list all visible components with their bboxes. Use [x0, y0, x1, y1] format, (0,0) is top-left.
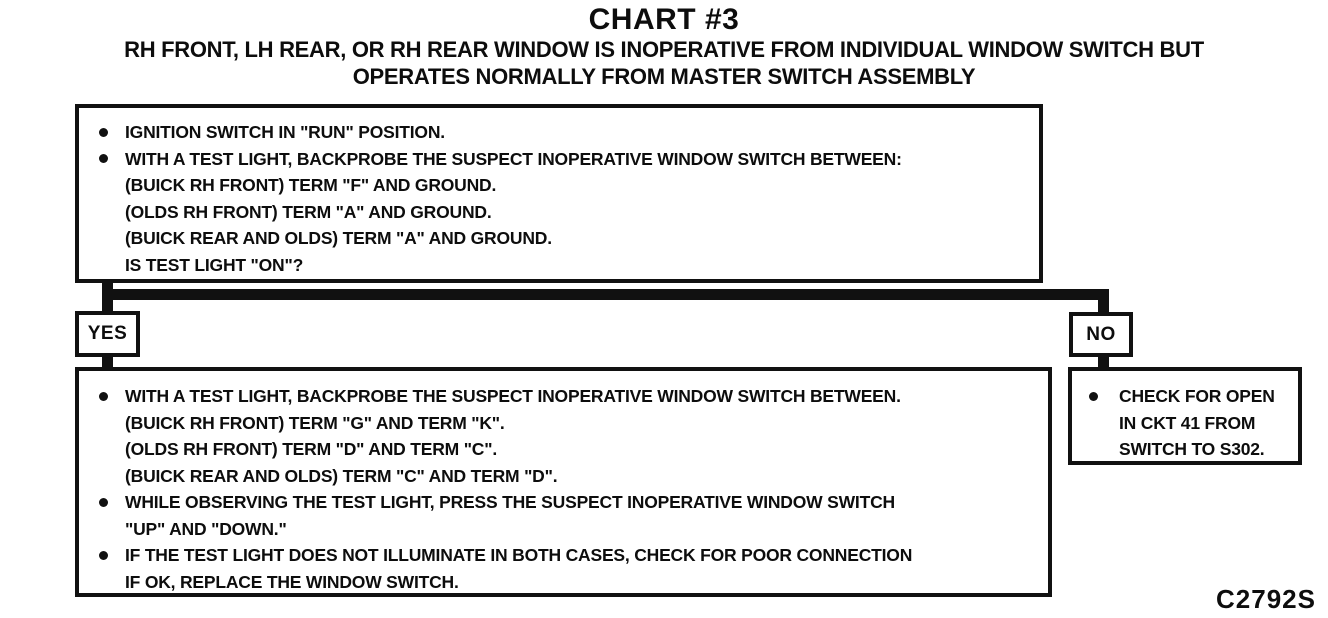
- flow-line: IF THE TEST LIGHT DOES NOT ILLUMINATE IN…: [95, 542, 1038, 569]
- connector-branch-bar: [102, 289, 1109, 300]
- flow-line: IF OK, REPLACE THE WINDOW SWITCH.: [95, 569, 1038, 596]
- chart-title: CHART #3: [588, 3, 740, 36]
- connector-no-to-step2: [1098, 352, 1109, 369]
- flow-line: IS TEST LIGHT "ON"?: [95, 252, 1029, 279]
- flow-line: (BUICK RH FRONT) TERM "G" AND TERM "K".: [95, 410, 1038, 437]
- bullet-icon: [99, 154, 108, 164]
- flow-line-text: IF OK, REPLACE THE WINDOW SWITCH.: [125, 571, 459, 592]
- bullet-icon: [99, 497, 108, 507]
- flow-line: WITH A TEST LIGHT, BACKPROBE THE SUSPECT…: [95, 383, 1038, 410]
- flow-line: "UP" AND "DOWN.": [95, 516, 1038, 543]
- flow-line: SWITCH TO S302.: [1085, 436, 1288, 463]
- bullet-icon: [99, 391, 108, 401]
- flow-line-text: "UP" AND "DOWN.": [125, 518, 287, 539]
- flow-line: CHECK FOR OPEN: [1085, 383, 1288, 410]
- flow-box-yes-result: WITH A TEST LIGHT, BACKPROBE THE SUSPECT…: [75, 367, 1052, 597]
- flow-line: IGNITION SWITCH IN "RUN" POSITION.: [95, 119, 1029, 146]
- flow-line-text: IF THE TEST LIGHT DOES NOT ILLUMINATE IN…: [125, 545, 913, 565]
- connector-no-drop: [1098, 294, 1109, 314]
- flow-line: WITH A TEST LIGHT, BACKPROBE THE SUSPECT…: [95, 146, 1029, 173]
- flow-line-text: WITH A TEST LIGHT, BACKPROBE THE SUSPECT…: [125, 148, 902, 169]
- chart-subtitle-line1: RH FRONT, LH REAR, OR RH REAR WINDOW IS …: [124, 37, 1204, 62]
- bullet-icon: [1089, 391, 1098, 401]
- flow-line: (BUICK REAR AND OLDS) TERM "A" AND GROUN…: [95, 225, 1029, 252]
- figure-code: C2792S: [1216, 584, 1316, 614]
- chart-subtitle-line2: OPERATES NORMALLY FROM MASTER SWITCH ASS…: [352, 64, 976, 89]
- no-branch-label: NO: [1069, 312, 1133, 357]
- bullet-icon: [99, 550, 108, 560]
- connector-yes-to-step2: [102, 352, 113, 369]
- flow-line-text: IN CKT 41 FROM: [1119, 412, 1256, 433]
- flow-line-text: IGNITION SWITCH IN "RUN" POSITION.: [125, 122, 445, 142]
- flow-line: (BUICK RH FRONT) TERM "F" AND GROUND.: [95, 172, 1029, 199]
- flow-box-step1: IGNITION SWITCH IN "RUN" POSITION. WITH …: [75, 104, 1043, 283]
- flow-line-text: SWITCH TO S302.: [1119, 439, 1265, 459]
- yes-branch-label: YES: [75, 311, 140, 357]
- flow-line-text: (BUICK REAR AND OLDS) TERM "A" AND GROUN…: [125, 228, 552, 248]
- flow-line-text: (BUICK RH FRONT) TERM "F" AND GROUND.: [125, 175, 497, 195]
- flow-line: (OLDS RH FRONT) TERM "D" AND TERM "C".: [95, 436, 1038, 463]
- yes-label-text: YES: [87, 323, 128, 344]
- flow-line-text: (BUICK RH FRONT) TERM "G" AND TERM "K".: [125, 412, 505, 433]
- flow-line-text: WHILE OBSERVING THE TEST LIGHT, PRESS TH…: [125, 492, 895, 512]
- flow-line: WHILE OBSERVING THE TEST LIGHT, PRESS TH…: [95, 489, 1038, 516]
- chart-header: CHART #3 RH FRONT, LH REAR, OR RH REAR W…: [0, 4, 1328, 90]
- flow-box-no-result: CHECK FOR OPEN IN CKT 41 FROM SWITCH TO …: [1068, 367, 1302, 465]
- no-label-text: NO: [1086, 323, 1116, 345]
- flow-line-text: (OLDS RH FRONT) TERM "A" AND GROUND.: [125, 201, 492, 222]
- flow-line: IN CKT 41 FROM: [1085, 410, 1288, 437]
- flow-line-text: WITH A TEST LIGHT, BACKPROBE THE SUSPECT…: [125, 386, 901, 406]
- flow-line-text: CHECK FOR OPEN: [1119, 386, 1275, 406]
- flow-line-text: (OLDS RH FRONT) TERM "D" AND TERM "C".: [125, 439, 497, 459]
- flow-line-text: (BUICK REAR AND OLDS) TERM "C" AND TERM …: [125, 465, 558, 486]
- flow-line-text: IS TEST LIGHT "ON"?: [125, 254, 304, 275]
- bullet-icon: [99, 127, 108, 137]
- flow-line: (OLDS RH FRONT) TERM "A" AND GROUND.: [95, 199, 1029, 226]
- flow-line: (BUICK REAR AND OLDS) TERM "C" AND TERM …: [95, 463, 1038, 490]
